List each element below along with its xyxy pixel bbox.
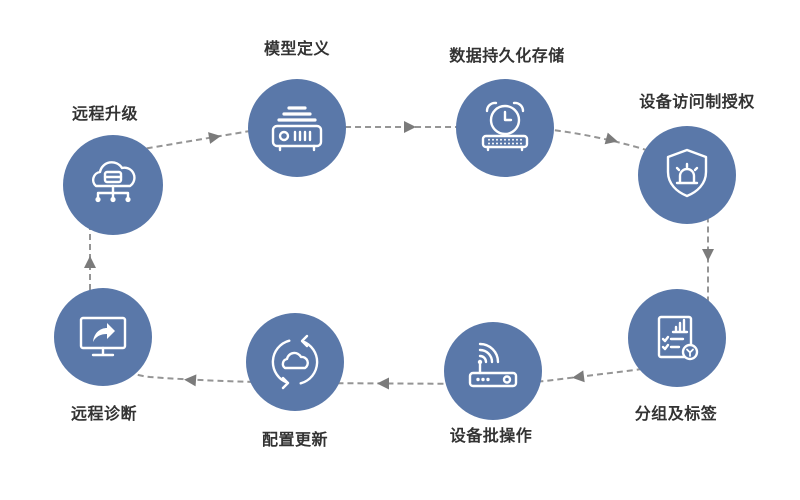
node-label-grouping-tags: 分组及标签 xyxy=(634,406,718,423)
node-device-batch-ops xyxy=(444,322,542,420)
node-circle xyxy=(638,126,736,224)
node-circle xyxy=(456,79,554,177)
node-label-model-definition: 模型定义 xyxy=(263,41,331,58)
node-label-config-update: 配置更新 xyxy=(261,432,329,449)
node-label-device-batch-ops: 设备批操作 xyxy=(449,428,533,445)
cloud-sync-icon xyxy=(271,334,319,390)
node-label-data-persistence: 数据持久化存储 xyxy=(449,48,565,65)
node-model-definition xyxy=(248,79,346,177)
report-chart-icon xyxy=(657,315,699,361)
flow-arrow xyxy=(84,256,96,268)
node-circle xyxy=(444,322,542,420)
node-label-remote-diagnosis: 远程诊断 xyxy=(70,406,138,423)
flow-arrow xyxy=(604,132,618,145)
node-data-persistence xyxy=(456,79,554,177)
cloud-network-icon xyxy=(92,161,136,203)
node-remote-upgrade xyxy=(63,135,163,235)
node-config-update xyxy=(246,313,344,411)
flow-arrow xyxy=(572,370,585,383)
server-device-icon xyxy=(271,106,323,152)
clock-device-icon xyxy=(481,101,529,152)
node-circle xyxy=(54,288,152,386)
monitor-share-icon xyxy=(79,316,127,357)
node-remote-diagnosis xyxy=(54,288,152,386)
connector-loop xyxy=(89,126,709,386)
flow-arrow xyxy=(377,377,389,390)
shield-alarm-icon xyxy=(666,148,708,198)
node-label-device-access-auth: 设备访问制授权 xyxy=(639,94,755,111)
node-circle xyxy=(246,313,344,411)
wifi-router-icon xyxy=(468,342,518,388)
node-grouping-tags xyxy=(628,289,726,387)
node-device-access-auth xyxy=(638,126,736,224)
node-circle xyxy=(248,79,346,177)
flow-arrow xyxy=(208,132,221,144)
flow-arrow xyxy=(404,121,416,133)
flow-arrow xyxy=(184,374,197,387)
flow-arrow xyxy=(702,249,714,261)
node-label-remote-upgrade: 远程升级 xyxy=(71,106,139,123)
